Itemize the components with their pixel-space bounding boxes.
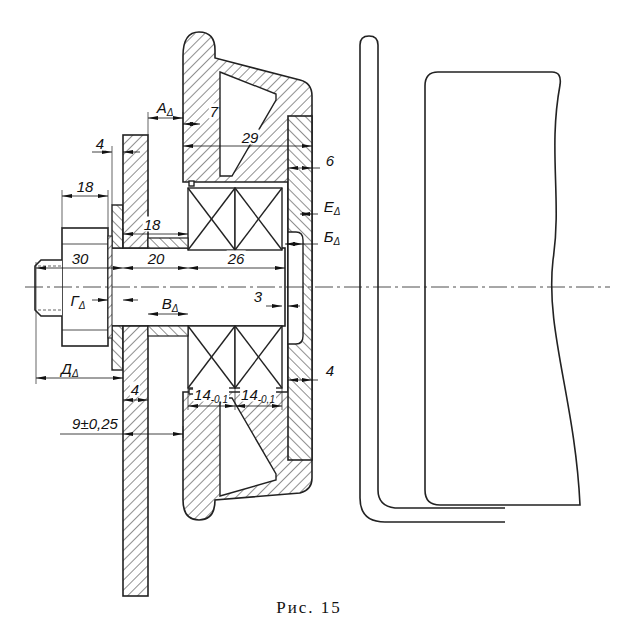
dimension-main: А [157, 99, 167, 116]
dimension-index: Δ [79, 300, 86, 311]
dimension-main: 3 [254, 288, 262, 305]
dimension-main: 14 [241, 386, 258, 403]
dimension-value: 9±0,25 [71, 416, 119, 431]
dimension-main: Б [324, 228, 334, 245]
dimension-index: Δ [172, 303, 179, 314]
dimension-main: В [162, 295, 172, 312]
dimension-value: 29 [241, 130, 260, 145]
dimension-main: Г [71, 292, 79, 309]
tyre-outline [425, 72, 580, 505]
dimension-value: 4 [95, 136, 105, 151]
dimension-value: 14-0,1 [193, 387, 229, 402]
dimension-main: 4 [326, 362, 334, 379]
wheel-rim [360, 36, 505, 522]
axle-flange [112, 326, 123, 370]
dimension-main: 7 [210, 103, 218, 120]
dimension-value: 14-0,1 [240, 387, 276, 402]
dimension-main: 18 [144, 216, 161, 233]
dimension-value: 18 [143, 217, 162, 232]
dimension-value: 18 [76, 179, 95, 194]
dimension-value: 4 [130, 382, 140, 397]
extension-line [36, 112, 312, 438]
dimension-main: 29 [242, 129, 259, 146]
anchor-plate [123, 326, 148, 596]
dimension-main: 20 [148, 250, 165, 267]
dimension-main: 4 [96, 135, 104, 152]
dimension-value: 26 [227, 251, 246, 266]
dimension-main: Е [324, 198, 334, 215]
dimension-line [36, 118, 320, 434]
axle-flange [112, 205, 123, 248]
hub-cap [288, 232, 303, 344]
dimension-index: Δ [334, 236, 341, 247]
centre-line [25, 287, 610, 288]
dimension-value: 7 [209, 104, 219, 119]
cover-plate [288, 116, 312, 460]
dimension-main: 4 [131, 381, 139, 398]
figure-caption: Рис. 15 [276, 599, 342, 616]
dimension-index: -0,1 [258, 394, 275, 405]
washer [108, 236, 112, 338]
dimension-main: 26 [228, 250, 245, 267]
hub-cavity [220, 398, 276, 496]
dimension-value: 6 [325, 153, 335, 168]
bearing [188, 181, 282, 394]
dimension-main: 18 [77, 178, 94, 195]
spacer-ring [148, 326, 188, 336]
dimension-main: 30 [72, 250, 89, 267]
dimension-index: Δ [167, 107, 174, 118]
spacer-ring [148, 238, 188, 248]
dimension-value: 30 [71, 251, 90, 266]
dimension-index: Δ [72, 368, 79, 379]
dimension-index: -0,1 [211, 394, 228, 405]
dimension-value: 4 [325, 363, 335, 378]
dimension-main: 14 [194, 386, 211, 403]
dimension-value: 20 [147, 251, 166, 266]
dimension-value: ВΔ [161, 296, 180, 311]
dimension-value: 3 [253, 289, 263, 304]
dimension-value: ЕΔ [323, 199, 342, 214]
dimension-index: Δ [334, 206, 341, 217]
dimension-value: ГΔ [70, 293, 87, 308]
dimension-value: ДΔ [60, 361, 79, 376]
dimension-main: 9±0,25 [72, 415, 118, 432]
dimension-value: АΔ [156, 100, 175, 115]
dimension-main: Д [61, 360, 72, 377]
hub-cavity [220, 72, 276, 176]
dimension-value: БΔ [323, 229, 341, 244]
dimension-main: 6 [326, 152, 334, 169]
